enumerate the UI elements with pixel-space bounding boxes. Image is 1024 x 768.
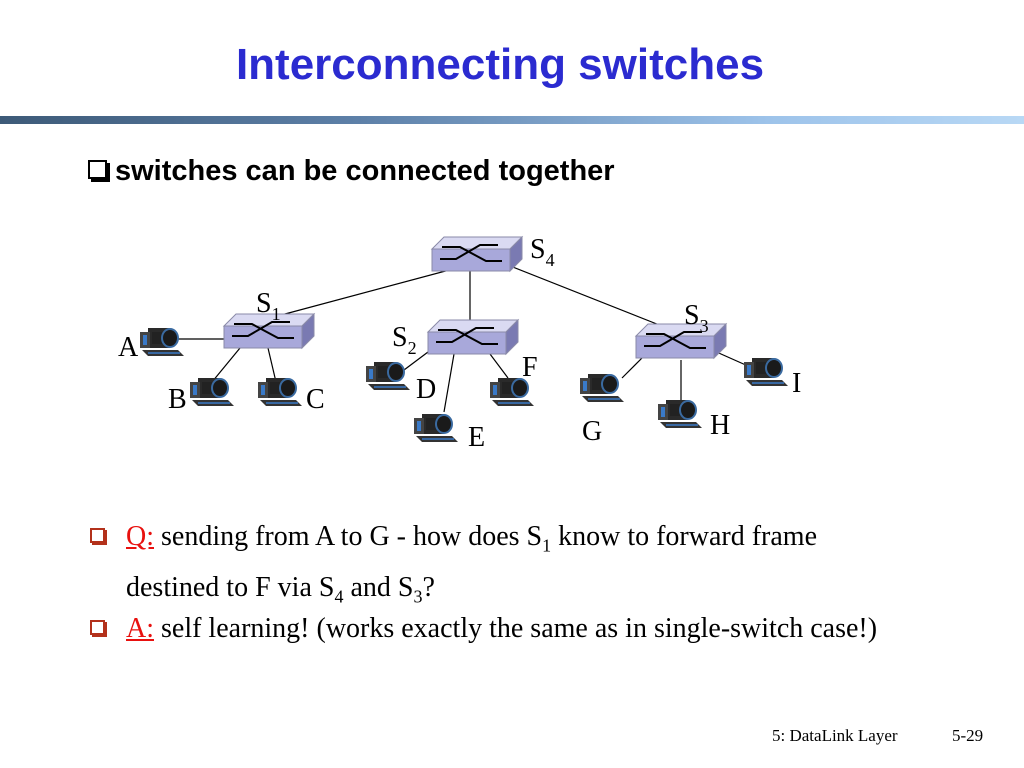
square-bullet-icon [90, 620, 105, 635]
label-host-c: C [306, 384, 325, 415]
answer-bullet: A: self learning! (works exactly the sam… [90, 608, 910, 649]
label-s3: S3 [684, 300, 709, 336]
square-bullet-icon [90, 528, 105, 543]
main-bullet: switches can be connected together [88, 155, 615, 188]
host-h-icon [657, 399, 703, 429]
title-divider [0, 116, 1024, 124]
label-host-b: B [168, 384, 187, 415]
label-s2: S2 [392, 322, 417, 358]
host-e-icon [413, 413, 459, 443]
footer-chapter: 5: DataLink Layer [772, 726, 898, 745]
slide-title: Interconnecting switches [235, 40, 765, 89]
label-s1: S1 [256, 288, 281, 324]
label-host-a: A [118, 332, 139, 363]
host-g-icon [579, 373, 625, 403]
label-host-h: H [710, 410, 730, 441]
switch-s1 [223, 313, 315, 349]
label-host-f: F [522, 352, 538, 383]
host-c-icon [257, 377, 303, 407]
host-i-icon [743, 357, 789, 387]
switch-s4 [431, 236, 523, 272]
label-host-e: E [468, 422, 485, 453]
switch-s3 [635, 323, 727, 359]
main-bullet-text: switches can be connected together [115, 155, 615, 187]
label-host-i: I [792, 368, 801, 399]
label-host-g: G [582, 416, 602, 447]
question-bullet: Q: sending from A to G - how does S1 kno… [90, 516, 910, 617]
answer-text: A: self learning! (works exactly the sam… [126, 613, 878, 644]
host-a-icon [139, 327, 185, 357]
checkbox-bullet-icon [88, 160, 107, 179]
answer-label: A: [126, 613, 154, 644]
label-host-d: D [416, 374, 436, 405]
question-text: Q: sending from A to G - how does S1 kno… [126, 521, 818, 607]
switch-s2 [427, 319, 519, 355]
question-label: Q: [126, 521, 154, 552]
host-d-icon [365, 361, 411, 391]
footer-page-number: 5-29 [952, 726, 984, 745]
host-b-icon [189, 377, 235, 407]
label-s4: S4 [530, 234, 555, 270]
